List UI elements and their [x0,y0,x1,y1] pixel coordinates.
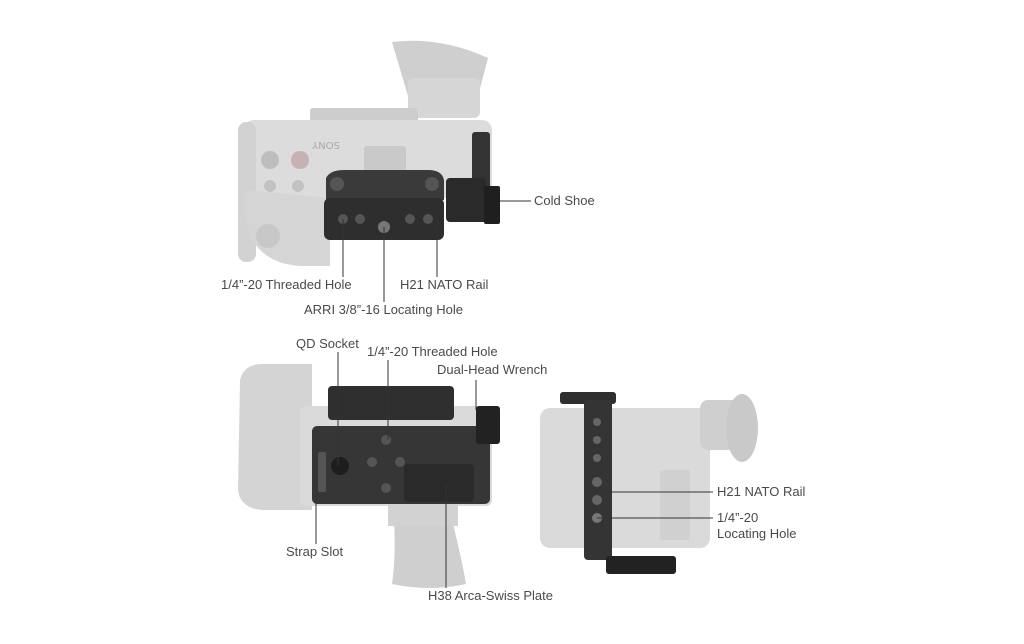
top-handle-shape [328,386,454,420]
hole-shape [405,214,415,224]
label-strap-slot: Strap Slot [286,544,344,559]
arca-plate-shape [404,464,474,502]
hole-shape [592,477,602,487]
nato-rail-shape [324,198,444,240]
eyecup-shape [392,520,466,588]
hole-shape [593,454,601,462]
grip-shape [238,364,312,510]
base-plate-shape [606,556,676,574]
qd-socket-shape [331,457,349,475]
label-arri-hole: ARRI 3/8”-16 Locating Hole [304,302,463,317]
hole-shape [593,418,601,426]
wrench-shape [476,406,500,444]
hole-shape [355,214,365,224]
label-dual-head-wrench: Dual-Head Wrench [437,362,548,377]
label-nato-rail-top: H21 NATO Rail [400,277,489,292]
strap-slot-shape [318,452,326,492]
label-locating-hole-side-line2: Locating Hole [717,526,797,541]
bottom-leader-lines [315,352,477,588]
eyecup-shape [726,394,758,462]
cold-shoe-clamp [484,186,500,224]
hole-shape [381,435,391,445]
record-button-shape [291,151,309,169]
screw-shape [330,177,344,191]
side-view-camera [540,394,758,548]
label-arca-plate: H38 Arca-Swiss Plate [428,588,553,603]
hole-shape [395,457,405,467]
port-panel-shape [660,470,690,540]
hole-shape [593,436,601,444]
label-cold-shoe: Cold Shoe [534,193,595,208]
label-threaded-hole-bottom: 1/4”-20 Threaded Hole [367,344,498,359]
hole-shape [367,457,377,467]
top-plate-shape [326,170,444,200]
top-leader-lines [342,200,531,302]
top-view-cage [324,132,500,240]
joystick-shape [256,224,280,248]
bottom-view-cage [312,386,500,504]
hole-shape [381,483,391,493]
hole-shape [423,214,433,224]
brand-text: SONY [311,139,340,150]
viewfinder-shape [408,78,480,118]
cold-shoe-shape [446,178,486,222]
label-threaded-hole-top: 1/4”-20 Threaded Hole [221,277,352,292]
button-shape [264,180,276,192]
label-locating-hole-side-line1: 1/4”-20 [717,510,759,525]
label-qd-socket: QD Socket [296,336,359,351]
side-view-cage [560,392,676,574]
hole-shape [592,495,602,505]
label-nato-rail-side: H21 NATO Rail [717,484,806,499]
side-leader-lines [597,491,713,519]
dial-shape [261,151,279,169]
screw-shape [425,177,439,191]
camera-grip-lower [243,190,330,266]
button-shape [292,180,304,192]
